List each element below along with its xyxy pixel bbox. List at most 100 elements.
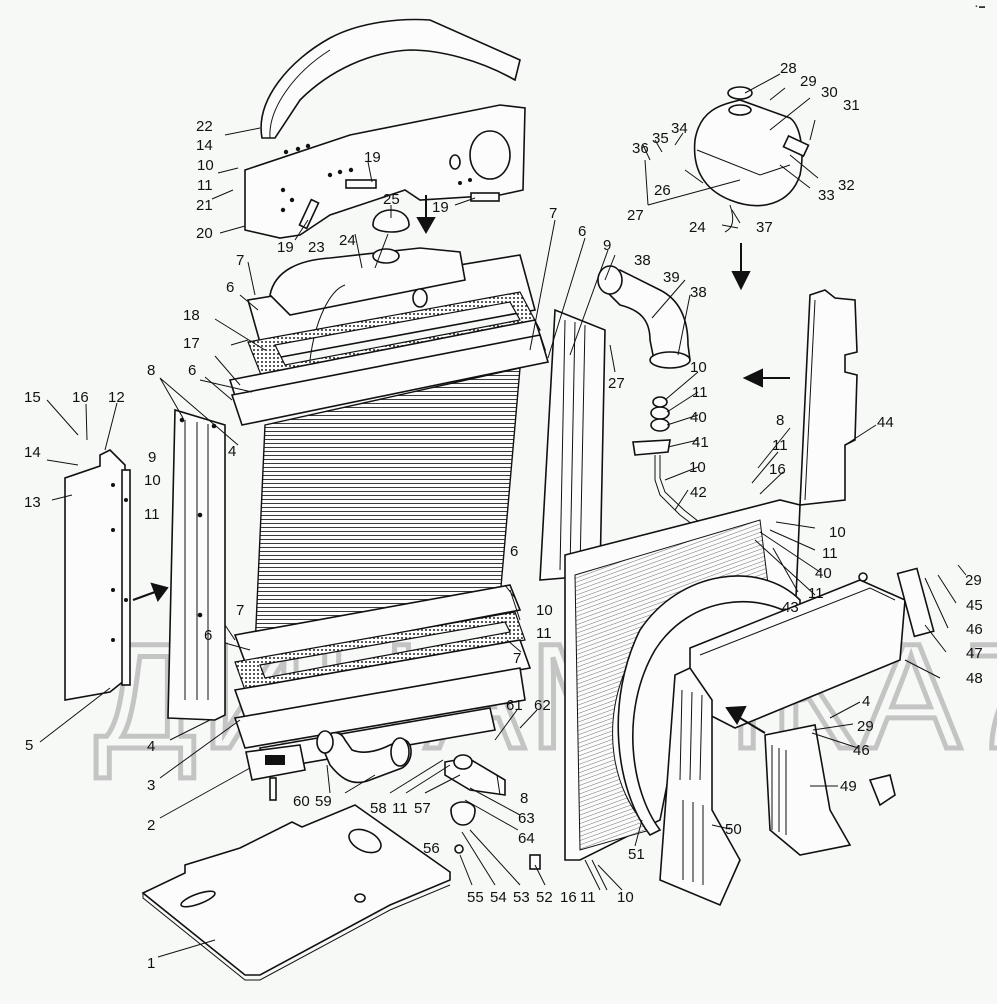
- part-mount-assembly: [444, 754, 541, 870]
- callout-36: 36: [632, 140, 649, 157]
- callout-11: 11: [808, 585, 824, 602]
- part-left-side-bracket: [167, 408, 226, 721]
- callout-46: 46: [853, 742, 870, 759]
- callout-48: 48: [966, 670, 983, 687]
- callout-labels: 1 2 3 4 4 4 5 6 6 6 6 6 7 7 7 7 8 8 8 9 …: [24, 60, 983, 972]
- callout-7: 7: [236, 252, 244, 269]
- callout-14: 14: [24, 444, 41, 461]
- callout-20: 20: [196, 225, 213, 242]
- callout-21: 21: [196, 197, 213, 214]
- callout-11: 11: [536, 625, 552, 642]
- callout-8: 8: [776, 412, 784, 429]
- callout-11: 11: [580, 889, 596, 906]
- callout-43: 43: [782, 599, 799, 616]
- part-left-shield: [64, 449, 131, 701]
- callout-9: 9: [603, 237, 611, 254]
- part-drain-pipe: [632, 396, 746, 536]
- leader-lines: [39, 73, 967, 958]
- part-top-bracket: [689, 567, 935, 729]
- callout-39: 39: [663, 269, 680, 286]
- callout-60: 60: [293, 793, 310, 810]
- callout-10: 10: [617, 889, 634, 906]
- part-right-side-bracket: [539, 308, 606, 581]
- callout-63: 63: [518, 810, 535, 827]
- callout-58: 58: [370, 800, 387, 817]
- callout-6: 6: [226, 279, 234, 296]
- callout-42: 42: [690, 484, 707, 501]
- callout-29: 29: [965, 572, 982, 589]
- callout-49: 49: [840, 778, 857, 795]
- callout-11: 11: [392, 800, 408, 817]
- part-bottom-bracket: [245, 744, 306, 801]
- callout-19: 19: [277, 239, 294, 256]
- callout-47: 47: [966, 645, 983, 662]
- callout-11: 11: [772, 437, 788, 454]
- callout-53: 53: [513, 889, 530, 906]
- callout-40: 40: [815, 565, 832, 582]
- part-bracket-49: [764, 724, 896, 856]
- callout-19: 19: [364, 149, 381, 166]
- part-bracket-50: [659, 666, 741, 907]
- arrow-right-bracket: [132, 582, 169, 603]
- arrow-down-tank: [731, 243, 751, 291]
- part-right-shield: [799, 289, 858, 506]
- callout-18: 18: [183, 307, 200, 324]
- callout-19: 19: [432, 199, 449, 216]
- callout-41: 41: [692, 434, 709, 451]
- part-lower-tank: [233, 584, 532, 771]
- callout-50: 50: [725, 821, 742, 838]
- callout-10: 10: [689, 459, 706, 476]
- callout-54: 54: [490, 889, 507, 906]
- callout-10: 10: [829, 524, 846, 541]
- callout-33: 33: [818, 187, 835, 204]
- callout-56: 56: [423, 840, 440, 857]
- callout-14: 14: [196, 137, 213, 154]
- callout-37: 37: [756, 219, 773, 236]
- callout-11: 11: [197, 177, 213, 194]
- callout-4: 4: [147, 738, 155, 755]
- callout-8: 8: [520, 790, 528, 807]
- callout-45: 45: [966, 597, 983, 614]
- callout-40: 40: [690, 409, 707, 426]
- callout-25: 25: [383, 191, 400, 208]
- callout-30: 30: [821, 84, 838, 101]
- callout-51: 51: [628, 846, 645, 863]
- callout-23: 23: [308, 239, 325, 256]
- arrow-left-shield: [742, 368, 790, 388]
- callout-9: 9: [148, 449, 156, 466]
- part-gasket-6: [230, 334, 550, 426]
- callout-57: 57: [414, 800, 431, 817]
- callout-44: 44: [877, 414, 894, 431]
- callout-1: 1: [147, 955, 155, 972]
- callout-10: 10: [690, 359, 707, 376]
- part-lower-hose: [316, 730, 412, 784]
- callout-7: 7: [513, 650, 521, 667]
- callout-8: 8: [147, 362, 155, 379]
- callout-6: 6: [188, 362, 196, 379]
- callout-11: 11: [144, 506, 160, 523]
- callout-38: 38: [690, 284, 707, 301]
- callout-24: 24: [689, 219, 706, 236]
- callout-17: 17: [183, 335, 200, 352]
- part-bottom-plate: [141, 804, 451, 981]
- corner-mark: ▪ ▬: [975, 4, 985, 10]
- callout-27: 27: [608, 375, 625, 392]
- callout-15: 15: [24, 389, 41, 406]
- callout-52: 52: [536, 889, 553, 906]
- callout-7: 7: [549, 205, 557, 222]
- callout-10: 10: [197, 157, 214, 174]
- callout-4: 4: [228, 443, 236, 460]
- assembly-arrows: [132, 195, 790, 734]
- callout-22: 22: [196, 118, 213, 135]
- callout-3: 3: [147, 777, 155, 794]
- callout-26: 26: [654, 182, 671, 199]
- callout-11: 11: [692, 384, 708, 401]
- callout-6: 6: [578, 223, 586, 240]
- callout-10: 10: [144, 472, 161, 489]
- callout-55: 55: [467, 889, 484, 906]
- callout-2: 2: [147, 817, 155, 834]
- part-expansion-tank: [693, 86, 810, 233]
- callout-31: 31: [843, 97, 860, 114]
